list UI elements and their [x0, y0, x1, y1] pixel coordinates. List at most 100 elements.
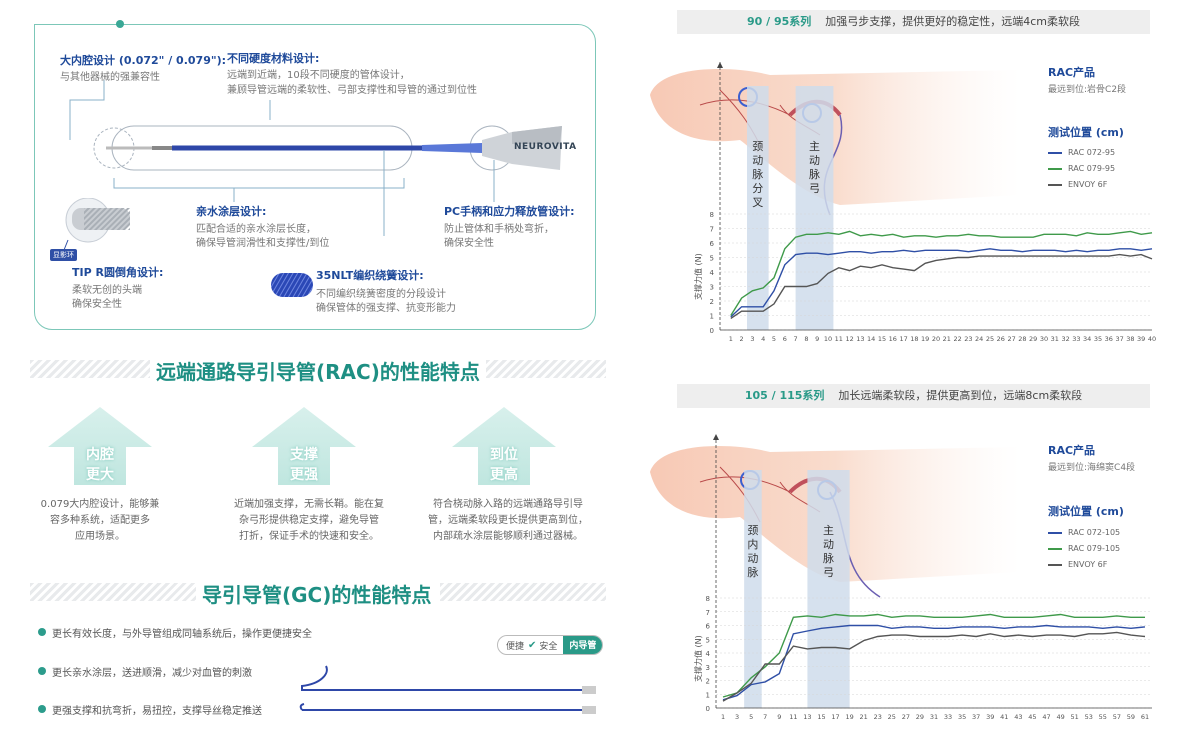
x-tick-label: 17 [831, 713, 839, 721]
feature-reach-text: 符合桡动脉入路的远端通路导引导管，远端柔软段更长提供更高到位，内部疏水涂层能够顺… [428, 499, 588, 542]
x-tick-label: 5 [772, 335, 776, 343]
y-axis-arrow-icon [717, 62, 723, 68]
tag-convenient: 便捷 [506, 641, 525, 652]
x-tick-label: 39 [986, 713, 994, 721]
x-tick-label: 35 [1094, 335, 1102, 343]
x-tick-label: 61 [1141, 713, 1149, 721]
band-label-char: 脉 [823, 551, 834, 565]
x-tick-label: 6 [783, 335, 787, 343]
x-tick-label: 11 [789, 713, 797, 721]
x-tick-label: 21 [943, 335, 951, 343]
x-tick-label: 19 [921, 335, 929, 343]
brand-label: NEUROVITA [514, 142, 577, 152]
x-tick-label: 38 [1126, 335, 1134, 343]
gc-item-1: 更长有效长度，与外导管组成同轴系统后，操作更便捷安全 [52, 629, 312, 640]
handle-text-1: 防止管体和手柄处弯折， [444, 224, 554, 235]
x-tick-label: 7 [763, 713, 767, 721]
x-tick-label: 21 [860, 713, 868, 721]
chart1-rac-sub: 最远到位:岩骨C2段 [1048, 85, 1127, 95]
x-tick-label: 29 [1029, 335, 1037, 343]
x-tick-label: 25 [986, 335, 994, 343]
band-label-char: 脉 [809, 167, 820, 181]
tip-closeup [63, 198, 130, 251]
band-label-char: 脉 [752, 167, 763, 181]
y-tick-label: 5 [710, 255, 714, 263]
y-tick-label: 1 [710, 313, 714, 321]
legend-item: RAC 072-95 [1048, 148, 1115, 157]
y-tick-label: 3 [710, 284, 714, 292]
x-tick-label: 23 [874, 713, 882, 721]
x-tick-label: 2 [740, 335, 744, 343]
braid-title: 35NLT编织绕簧设计: [316, 269, 424, 282]
feature-lumen-text: 0.079大内腔设计，能够兼容多种系统，适配更多应用场景。 [40, 499, 160, 542]
x-tick-label: 33 [944, 713, 952, 721]
band-label-char: 动 [809, 154, 820, 167]
x-tick-label: 27 [1007, 335, 1015, 343]
series-line [730, 248, 1153, 318]
region-band [747, 86, 769, 330]
band-label-char: 动 [752, 154, 763, 167]
legend-item: ENVOY 6F [1048, 560, 1120, 569]
x-tick-label: 11 [835, 335, 843, 343]
rac-stripes-left [30, 360, 150, 378]
region-band [807, 470, 850, 708]
tip-tag: 显影环 [50, 249, 77, 261]
coating-text-1: 匹配合适的亲水涂层长度， [196, 224, 316, 235]
x-tick-label: 55 [1099, 713, 1107, 721]
y-tick-label: 3 [706, 664, 710, 672]
x-tick-label: 36 [1105, 335, 1113, 343]
y-tick-label: 5 [706, 636, 710, 644]
braid-swatch [271, 273, 313, 297]
x-tick-label: 14 [867, 335, 875, 343]
band-label-char: 颈 [747, 524, 758, 537]
y-tick-label: 2 [706, 678, 710, 686]
tip-text-1: 柔软无创的头端 [72, 285, 142, 296]
x-tick-label: 37 [972, 713, 980, 721]
band-label-char: 主 [809, 140, 820, 153]
x-tick-label: 34 [1083, 335, 1091, 343]
gc-bullet-1 [38, 628, 46, 636]
x-tick-label: 27 [902, 713, 910, 721]
band-label-char: 叉 [752, 196, 763, 209]
x-tick-label: 16 [889, 335, 897, 343]
check-icon: ✔ [528, 639, 537, 651]
chart2-header: 105 / 115系列加长远端柔软段，提供更高到位，远端8cm柔软段 [677, 384, 1150, 408]
series-line [722, 624, 1146, 701]
x-tick-label: 9 [815, 335, 819, 343]
gc-bullet-2 [38, 667, 46, 675]
x-tick-label: 18 [910, 335, 918, 343]
arrow-support [252, 407, 356, 485]
handle-text-2: 确保安全性 [444, 238, 494, 249]
y-tick-label: 1 [706, 691, 710, 699]
chart2-rac-sub: 最远到位:海绵窦C4段 [1048, 463, 1136, 473]
arrow-reach [452, 407, 556, 485]
x-tick-label: 31 [1051, 335, 1059, 343]
y-tick-label: 4 [710, 269, 715, 277]
x-tick-label: 24 [975, 335, 983, 343]
x-tick-label: 5 [749, 713, 753, 721]
x-tick-label: 22 [953, 335, 961, 343]
coating-title: 亲水涂层设计: [196, 205, 267, 218]
gc-bullet-3 [38, 705, 46, 713]
y-tick-label: 7 [710, 226, 714, 234]
x-tick-label: 12 [845, 335, 853, 343]
lumen-title: 大内腔设计 (0.072" / 0.079"): [60, 54, 227, 67]
gc-section-title: 导引导管(GC)的性能特点 [202, 583, 432, 607]
x-tick-label: 40 [1148, 335, 1156, 343]
region-band [744, 470, 762, 708]
x-tick-label: 59 [1127, 713, 1135, 721]
x-tick-label: 39 [1137, 335, 1145, 343]
x-tick-label: 3 [750, 335, 754, 343]
y-tick-label: 0 [706, 705, 710, 713]
x-tick-label: 32 [1061, 335, 1069, 343]
tag-safe: 安全 [539, 641, 558, 652]
x-tick-label: 49 [1056, 713, 1064, 721]
series-line [730, 230, 1153, 316]
x-tick-label: 9 [777, 713, 781, 721]
chart2-legend-title: 测试位置 (cm) [1048, 505, 1124, 518]
x-tick-label: 1 [721, 713, 725, 721]
band-label-char: 动 [747, 552, 758, 565]
x-tick-label: 13 [856, 335, 864, 343]
series-line [722, 613, 1145, 698]
chart2-rac-title: RAC产品 [1048, 444, 1096, 457]
